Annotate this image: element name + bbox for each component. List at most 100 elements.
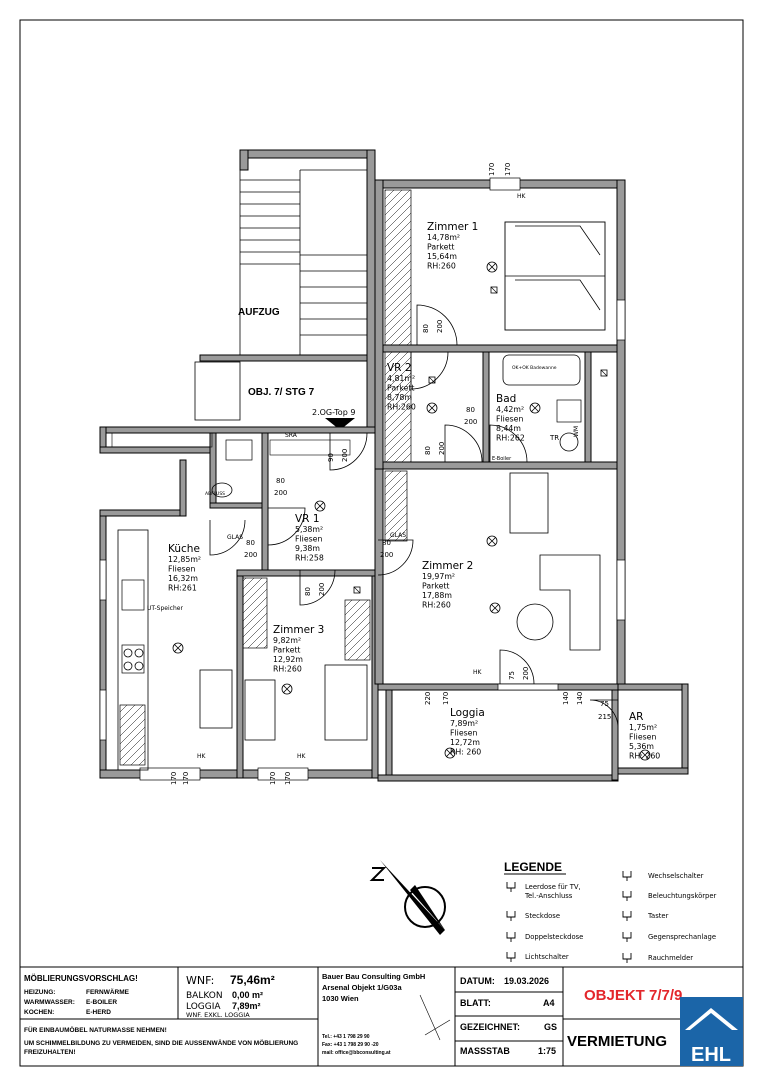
datum-label: DATUM: (460, 976, 495, 986)
dimension-label: 200 (436, 320, 444, 333)
light-fixture-icon (639, 749, 651, 761)
room-floor-vr2: Parkett (387, 384, 414, 393)
company-address1: Arsenal Objekt 1/G03a (322, 983, 402, 992)
room-perimeter-zimmer2: 17,88m (422, 591, 452, 600)
smoke-detector-icon (353, 586, 361, 594)
dimension-label: 75 (508, 671, 516, 680)
hk-label-zimmer1: HK (517, 193, 527, 200)
blatt-value: A4 (543, 998, 555, 1008)
dimension-label: 200 (341, 449, 349, 462)
intercom-icon (622, 932, 632, 942)
dimension-label: 75 (600, 700, 609, 708)
socket-icon (506, 911, 516, 921)
vermietung-label: VERMIETUNG (567, 1033, 667, 1050)
room-name-kueche: Küche (168, 543, 200, 555)
room-area-ar: 1,75m² (629, 723, 657, 732)
tr-label: TR (549, 434, 559, 442)
entrance-arrow-icon (325, 418, 355, 430)
object-label: OBJ. 7/ STG 7 (248, 387, 315, 398)
room-floor-bad: Fliesen (496, 415, 523, 424)
staircase: AUFZUG OBJ. 7/ STG 7 2.OG-Top 9 SRA (199, 149, 376, 439)
eboiler-label: E-Boiler (492, 456, 512, 462)
dimension-label: 90 (327, 453, 335, 462)
bathtub-label: OK+OK Badewanne (512, 365, 557, 371)
title-block: MÖBLIERUNGSVORSCHLAG! HEIZUNG: FERNWÄRME… (19, 966, 744, 1067)
wc-label-box (194, 361, 241, 421)
room-height-loggia: RH: 260 (450, 748, 481, 757)
warmwasser-label: WARMWASSER: (24, 999, 75, 1006)
light-fixture-icon (486, 535, 498, 547)
room-perimeter-zimmer1: 15,64m (427, 252, 457, 261)
objekt-number: OBJEKT 7/7/9 (584, 987, 682, 1004)
note-schimmel-line2: FREIZUHALTEN! (24, 1049, 76, 1056)
room-height-vr1: RH:258 (295, 554, 324, 563)
room-floor-zimmer3: Parkett (273, 646, 300, 655)
note-schimmel: UM SCHIMMELBILDUNG ZU VERMEIDEN, SIND DI… (24, 1038, 300, 1056)
gezeichnet-value: GS (544, 1022, 557, 1032)
wnf-value: 75,46m² (230, 973, 275, 987)
wnf-label: WNF: (186, 974, 214, 987)
blatt-label: BLATT: (460, 998, 491, 1008)
ehl-logo-text: EHL (691, 1044, 731, 1066)
room-name-zimmer3: Zimmer 3 (273, 624, 324, 636)
hk-label-zimmer2: HK (473, 669, 483, 676)
legend-label: Rauchmelder (648, 954, 693, 962)
hk-label-zimmer3: HK (297, 753, 307, 760)
dining-table (509, 472, 549, 534)
room-area-bad: 4,42m² (496, 405, 524, 414)
dimension-label: 170 (504, 163, 512, 176)
heizung-label: HEIZUNG: (24, 989, 55, 996)
tv-outlet-icon (506, 882, 516, 892)
legend-label: Steckdose (525, 912, 560, 920)
wm-label: WM (573, 426, 580, 437)
room-area-zimmer2: 19,97m² (422, 572, 455, 581)
dimension-label: 80 (466, 406, 475, 414)
light-fixture-icon (486, 261, 498, 273)
room-perimeter-zimmer3: 12,92m (273, 655, 303, 664)
dimension-label: 170 (442, 692, 450, 705)
room-area-loggia: 7,89m² (450, 719, 478, 728)
sofa (539, 554, 601, 651)
dimension-label: 200 (522, 667, 530, 680)
room-perimeter-bad: 8,44m (496, 424, 521, 433)
dimension-label: 140 (576, 692, 584, 705)
room-area-vr1: 5,38m² (295, 525, 323, 534)
heizung-value: FERNWÄRME (86, 988, 130, 996)
room-height-kueche: RH:261 (168, 584, 197, 593)
annotations: HK HK HK HK TR E-Boiler UT-Speicher GLAS… (147, 193, 580, 760)
balkon-label: BALKON (186, 991, 223, 1001)
light-fixture-icon (529, 402, 541, 414)
light-fixture-icon (426, 402, 438, 414)
warmwasser-value: E-BOILER (86, 999, 117, 1006)
dimension-label: 170 (488, 163, 496, 176)
room-height-bad: RH:262 (496, 434, 525, 443)
room-height-zimmer3: RH:260 (273, 665, 302, 674)
room-area-kueche: 12,85m² (168, 555, 201, 564)
note-einbau: FÜR EINBAUMÖBEL NATURMASSE NEHMEN! (24, 1025, 167, 1034)
room-name-zimmer2: Zimmer 2 (422, 560, 473, 572)
room-height-ar: RH: 260 (629, 752, 660, 761)
light-fixture-icon (281, 683, 293, 695)
dimension-label: 200 (380, 551, 393, 559)
room-floor-zimmer2: Parkett (422, 582, 449, 591)
room-area-vr2: 4,81m² (387, 374, 415, 383)
room-name-vr1: VR 1 (295, 513, 320, 525)
smoke-detector-icon (622, 953, 632, 963)
room-name-vr2: VR 2 (387, 362, 412, 374)
light-switch-icon (506, 952, 516, 962)
room-floor-vr1: Fliesen (295, 535, 322, 544)
dimension-label: 80 (382, 539, 391, 547)
massstab-value: 1:75 (538, 1046, 556, 1056)
room-perimeter-ar: 5,36m (629, 742, 654, 751)
room-floor-ar: Fliesen (629, 733, 656, 742)
light-fixture-icon (489, 602, 501, 614)
push-button-icon (622, 911, 632, 921)
kochen-value: E-HERD (86, 1009, 111, 1016)
room-floor-zimmer1: Parkett (427, 243, 454, 252)
glas-label-right: GLAS (390, 532, 406, 539)
dimension-label: 170 (284, 772, 292, 785)
dimension-label: 80 (276, 477, 285, 485)
moebl-title: MÖBLIERUNGSVORSCHLAG! (24, 974, 138, 983)
legend-label: Wechselschalter (648, 872, 704, 880)
